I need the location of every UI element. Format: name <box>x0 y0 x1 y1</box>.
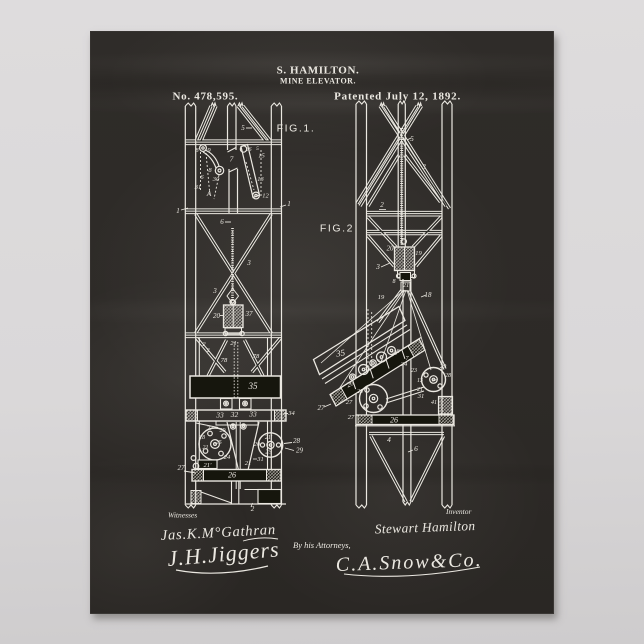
svg-text:21: 21 <box>230 340 237 347</box>
svg-text:1: 1 <box>176 207 180 215</box>
svg-text:27: 27 <box>346 399 353 406</box>
svg-text:32: 32 <box>230 410 239 419</box>
svg-text:28: 28 <box>293 437 301 445</box>
svg-text:35: 35 <box>248 381 259 391</box>
svg-text:27: 27 <box>318 404 326 412</box>
svg-text:21': 21' <box>204 462 213 469</box>
svg-text:12: 12 <box>262 193 269 200</box>
svg-text:25: 25 <box>215 439 222 446</box>
svg-text:26: 26 <box>228 471 236 480</box>
svg-text:33: 33 <box>389 349 399 359</box>
svg-text:5: 5 <box>256 146 259 152</box>
svg-text:29: 29 <box>440 363 447 370</box>
svg-text:Inventor: Inventor <box>445 507 471 516</box>
svg-text:7: 7 <box>406 356 410 362</box>
svg-text:28: 28 <box>199 435 205 441</box>
svg-text:By his Attorneys,: By his Attorneys, <box>293 540 351 550</box>
svg-text:3: 3 <box>375 262 380 271</box>
svg-text:19: 19 <box>415 250 422 257</box>
svg-text:20: 20 <box>254 442 260 448</box>
svg-text:1: 1 <box>287 200 291 208</box>
svg-text:Witnesses: Witnesses <box>168 511 197 520</box>
svg-text:2: 2 <box>380 201 384 209</box>
svg-text:33: 33 <box>362 365 372 375</box>
svg-text:37: 37 <box>245 310 254 318</box>
svg-text:21: 21 <box>417 387 423 393</box>
svg-text:13: 13 <box>417 378 423 384</box>
svg-text:5: 5 <box>410 135 414 143</box>
svg-text:78: 78 <box>221 357 228 364</box>
svg-text:23: 23 <box>357 389 363 395</box>
svg-text:23: 23 <box>411 368 417 374</box>
svg-text:21: 21 <box>245 460 252 467</box>
svg-text:2: 2 <box>206 347 210 354</box>
svg-text:MINE ELEVATOR.: MINE ELEVATOR. <box>280 77 356 86</box>
svg-text:32: 32 <box>375 357 385 367</box>
svg-text:31: 31 <box>256 456 264 463</box>
svg-text:15: 15 <box>258 153 265 160</box>
svg-text:FIG.1.: FIG.1. <box>277 123 316 135</box>
svg-text:2: 2 <box>251 505 255 513</box>
svg-text:31: 31 <box>417 393 425 400</box>
svg-text:No. 478,595.: No. 478,595. <box>173 91 239 103</box>
svg-text:13: 13 <box>257 176 264 183</box>
svg-text:27: 27 <box>178 464 186 472</box>
svg-text:20: 20 <box>213 312 221 320</box>
svg-text:4: 4 <box>387 435 391 444</box>
svg-text:33: 33 <box>248 410 257 419</box>
svg-text:8: 8 <box>397 349 400 355</box>
svg-text:3: 3 <box>212 287 217 295</box>
svg-text:25: 25 <box>431 378 438 385</box>
svg-text:20: 20 <box>387 245 395 253</box>
svg-text:31: 31 <box>194 184 202 191</box>
svg-text:3: 3 <box>246 259 251 267</box>
svg-text:21: 21 <box>203 445 209 451</box>
svg-text:30: 30 <box>212 176 220 183</box>
svg-text:9: 9 <box>207 147 211 154</box>
svg-text:21: 21 <box>403 282 410 289</box>
svg-text:27: 27 <box>207 426 214 432</box>
svg-text:Stewart Hamilton: Stewart Hamilton <box>375 518 476 537</box>
svg-text:8: 8 <box>393 279 396 285</box>
svg-text:6: 6 <box>220 218 224 226</box>
svg-text:41: 41 <box>431 399 437 406</box>
svg-text:18: 18 <box>425 291 433 299</box>
svg-text:29: 29 <box>220 428 226 434</box>
svg-text:34: 34 <box>400 361 408 368</box>
svg-text:FIG.2: FIG.2 <box>320 223 354 235</box>
svg-text:8: 8 <box>208 167 212 174</box>
svg-text:21': 21' <box>265 435 273 441</box>
svg-text:3: 3 <box>421 162 426 171</box>
svg-text:6: 6 <box>200 174 204 181</box>
svg-text:8: 8 <box>195 147 199 154</box>
svg-text:C.A.Snow&Co.: C.A.Snow&Co. <box>335 549 482 576</box>
svg-text:5: 5 <box>241 124 245 132</box>
svg-text:A: A <box>206 189 212 198</box>
svg-text:2: 2 <box>202 341 206 348</box>
svg-text:25: 25 <box>265 449 272 456</box>
svg-text:S. HAMILTON.: S. HAMILTON. <box>277 65 360 77</box>
svg-text:Patented July 12, 1892.: Patented July 12, 1892. <box>334 91 461 103</box>
svg-text:26: 26 <box>246 147 252 153</box>
svg-text:27: 27 <box>348 414 355 421</box>
svg-text:19: 19 <box>378 294 385 301</box>
svg-text:Jas.K.M°Gathran: Jas.K.M°Gathran <box>160 522 276 544</box>
svg-text:26: 26 <box>345 379 355 389</box>
svg-text:34: 34 <box>287 410 295 417</box>
svg-text:29: 29 <box>296 447 304 455</box>
svg-text:78: 78 <box>253 353 260 360</box>
svg-text:7: 7 <box>230 155 234 164</box>
svg-text:6: 6 <box>414 444 418 453</box>
svg-text:24: 24 <box>224 454 231 461</box>
svg-text:26: 26 <box>390 416 398 425</box>
svg-text:28: 28 <box>445 373 451 379</box>
svg-text:35: 35 <box>334 347 346 359</box>
svg-text:33: 33 <box>215 411 224 420</box>
